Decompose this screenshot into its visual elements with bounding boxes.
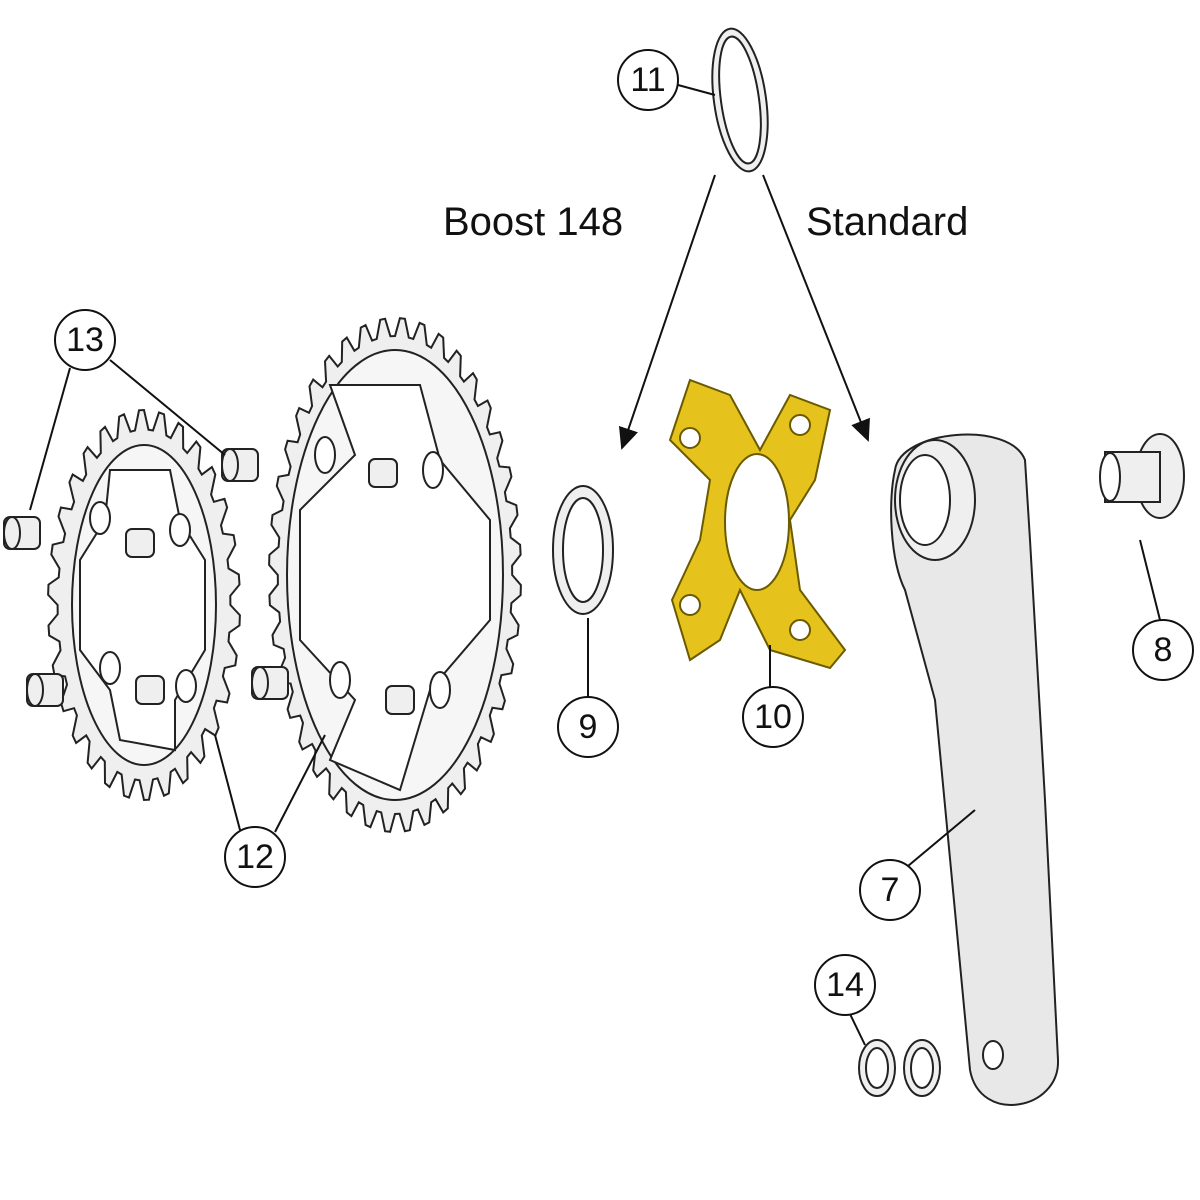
svg-text:8: 8	[1154, 631, 1173, 669]
spacer-ring-11	[711, 27, 769, 173]
washers-14	[858, 1039, 941, 1097]
svg-text:9: 9	[579, 708, 598, 746]
callout-14: 14	[814, 954, 876, 1016]
crank-arm-7	[890, 433, 1060, 1106]
svg-text:7: 7	[881, 871, 900, 909]
chainring-bolts-13	[3, 448, 415, 715]
large-chainring	[268, 317, 522, 833]
callout-8: 8	[1132, 619, 1194, 681]
callout-12: 12	[224, 826, 286, 888]
lockring-9	[552, 485, 614, 615]
svg-text:14: 14	[826, 966, 864, 1004]
crank-bolt-8	[1099, 433, 1185, 519]
label-boost-148: Boost 148	[443, 200, 623, 244]
callout-10: 10	[742, 686, 804, 748]
arrow-boost	[618, 174, 716, 450]
arrow-standard	[762, 174, 870, 442]
small-chainring	[47, 408, 241, 802]
spider-10-highlighted	[668, 378, 847, 670]
callout-13: 13	[54, 309, 116, 371]
callout-9: 9	[557, 696, 619, 758]
svg-text:10: 10	[754, 698, 792, 736]
svg-text:12: 12	[236, 838, 274, 876]
svg-text:11: 11	[630, 61, 665, 99]
callout-11: 11	[617, 49, 679, 111]
svg-text:13: 13	[66, 321, 104, 359]
callout-7: 7	[859, 859, 921, 921]
label-standard: Standard	[806, 200, 968, 244]
leader-lines	[29, 84, 1161, 1046]
